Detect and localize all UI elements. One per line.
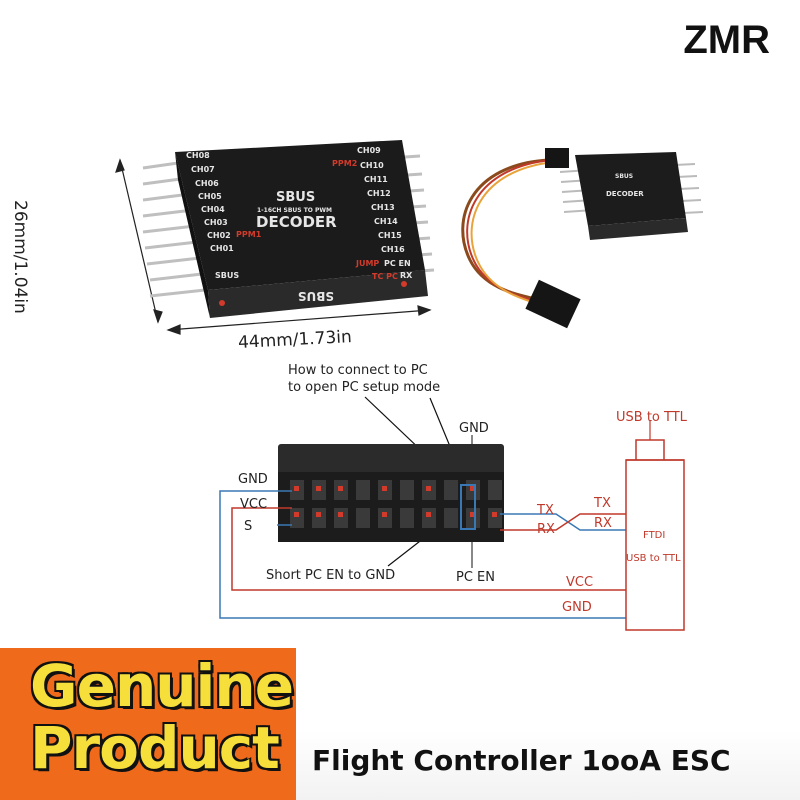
small-board-name: DECODER (606, 190, 644, 198)
board-ppm-right: PPM2 (332, 159, 357, 168)
genuine-badge (0, 648, 296, 800)
board-left-ch-7: CH01 (210, 244, 234, 253)
board-right-ch-5: CH14 (374, 217, 398, 226)
board-subtitle: 1-16CH SBUS TO PWM (257, 207, 332, 214)
board-left-ch-8: SBUS (215, 271, 239, 280)
pc-en-label: PC EN (456, 570, 495, 585)
board-left-ch-4: CH04 (201, 205, 225, 214)
short-pc-en-label: Short PC EN to GND (266, 568, 396, 583)
pc-setup-note: How to connect to PC to open PC setup mo… (288, 363, 441, 395)
board-right-ch-0: CH09 (357, 146, 381, 155)
board-left-ch-2: CH06 (195, 179, 219, 188)
board-right-ch-8: PC EN (384, 259, 411, 268)
gnd-wire-label: GND (562, 600, 592, 615)
board-left-ch-1: CH07 (191, 165, 215, 174)
badge-line-2: Product (30, 714, 280, 782)
brand-logo: ZMR (683, 18, 770, 62)
small-board-title: SBUS (615, 173, 633, 180)
board-right-ch-4: CH13 (371, 203, 395, 212)
board-tx-label: TX (537, 503, 554, 518)
ftdi-rx-label: RX (594, 516, 612, 531)
board-left-ch-5: CH03 (204, 218, 228, 227)
ftdi-tx-label: TX (594, 496, 611, 511)
decoder-board-small: SBUS DECODER (461, 148, 704, 329)
board-right-ch-6: CH15 (378, 231, 402, 240)
board-tcpc: TC PC (372, 272, 398, 281)
ftdi-sub-label: USB to TTL (626, 553, 681, 564)
board-left-ch-0: CH08 (186, 151, 210, 160)
board-left-ch-6: CH02 (207, 231, 231, 240)
board-right-ch-3: CH12 (367, 189, 391, 198)
board-title: SBUS (276, 190, 315, 205)
board-jump: JUMP (355, 259, 379, 268)
usb-ttl-title: USB to TTL (616, 410, 687, 425)
board-right-ch-7: CH16 (381, 245, 405, 254)
board-left-ch-3: CH05 (198, 192, 222, 201)
pin-label-top-gnd: GND (459, 421, 489, 436)
board-right-ch-1: CH10 (360, 161, 384, 170)
badge-line-1: Genuine (30, 652, 294, 720)
wiring-diagram (219, 396, 685, 631)
board-right-ch-9: RX (400, 271, 413, 280)
board-side-print: SBUS (298, 289, 334, 303)
ftdi-label: FTDI (643, 530, 666, 541)
vcc-wire-label: VCC (566, 575, 594, 590)
tagline: Flight Controller 1ooA ESC (312, 744, 731, 777)
board-rx-label: RX (537, 522, 555, 537)
decoder-board-large: CH08 CH07 CH06 CH05 CH04 CH03 CH02 CH01 … (142, 140, 435, 318)
pin-label-gnd: GND (238, 472, 268, 487)
board-right-ch-2: CH11 (364, 175, 388, 184)
board-name: DECODER (256, 213, 337, 231)
pin-label-vcc: VCC (240, 497, 268, 512)
pin-label-s: S (244, 519, 253, 534)
board-ppm-left: PPM1 (236, 230, 262, 239)
height-dimension: 26mm/1.04in (10, 200, 30, 314)
